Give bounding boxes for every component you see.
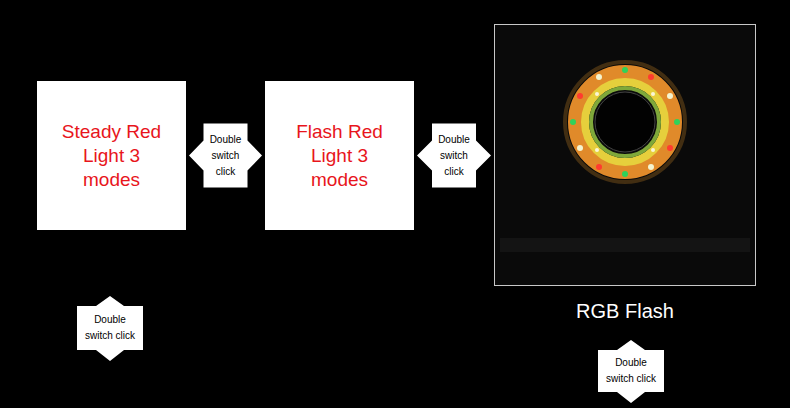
led-dot	[596, 164, 602, 170]
mode-box: Steady Red Light 3 modes	[37, 81, 186, 230]
arrow-label: Double switch click	[207, 132, 245, 180]
led-dot	[622, 171, 628, 177]
led-dot	[596, 74, 602, 80]
double-arrow-connector	[417, 124, 491, 188]
led-dot	[648, 74, 654, 80]
photo-ground	[495, 25, 755, 285]
led-dot	[577, 93, 583, 99]
led-dot	[577, 145, 583, 151]
mode-text: Steady Red Light 3 modes	[52, 120, 171, 192]
ring-glow	[565, 62, 685, 182]
photo-shadow	[500, 238, 750, 252]
photo-caption: RGB Flash	[495, 299, 755, 323]
led-dot	[622, 67, 628, 73]
led-dot	[667, 93, 673, 99]
double-arrow-connector	[189, 124, 262, 188]
led-dot	[651, 92, 655, 96]
led-dot	[595, 92, 599, 96]
led-dot	[570, 119, 576, 125]
arrow-label: Double switch click	[82, 312, 138, 344]
mode-text: Flash Red Light 3 modes	[280, 120, 399, 192]
ring-outer	[575, 72, 675, 172]
led-dot	[667, 145, 673, 151]
double-arrow-shape	[77, 296, 143, 361]
arrow-label: Double switch click	[435, 132, 473, 180]
photo-frame: RGB Flash	[494, 24, 756, 286]
mode-box: Flash Red Light 3 modes	[265, 81, 414, 230]
led-dot	[651, 148, 655, 152]
double-arrow-shape	[598, 340, 664, 403]
ring-hole	[595, 92, 655, 152]
ring-inner	[591, 88, 659, 156]
arrow-label: Double switch click	[603, 355, 659, 387]
led-dot	[595, 148, 599, 152]
led-dot	[648, 164, 654, 170]
ring-middle	[585, 82, 665, 162]
led-dot	[674, 119, 680, 125]
